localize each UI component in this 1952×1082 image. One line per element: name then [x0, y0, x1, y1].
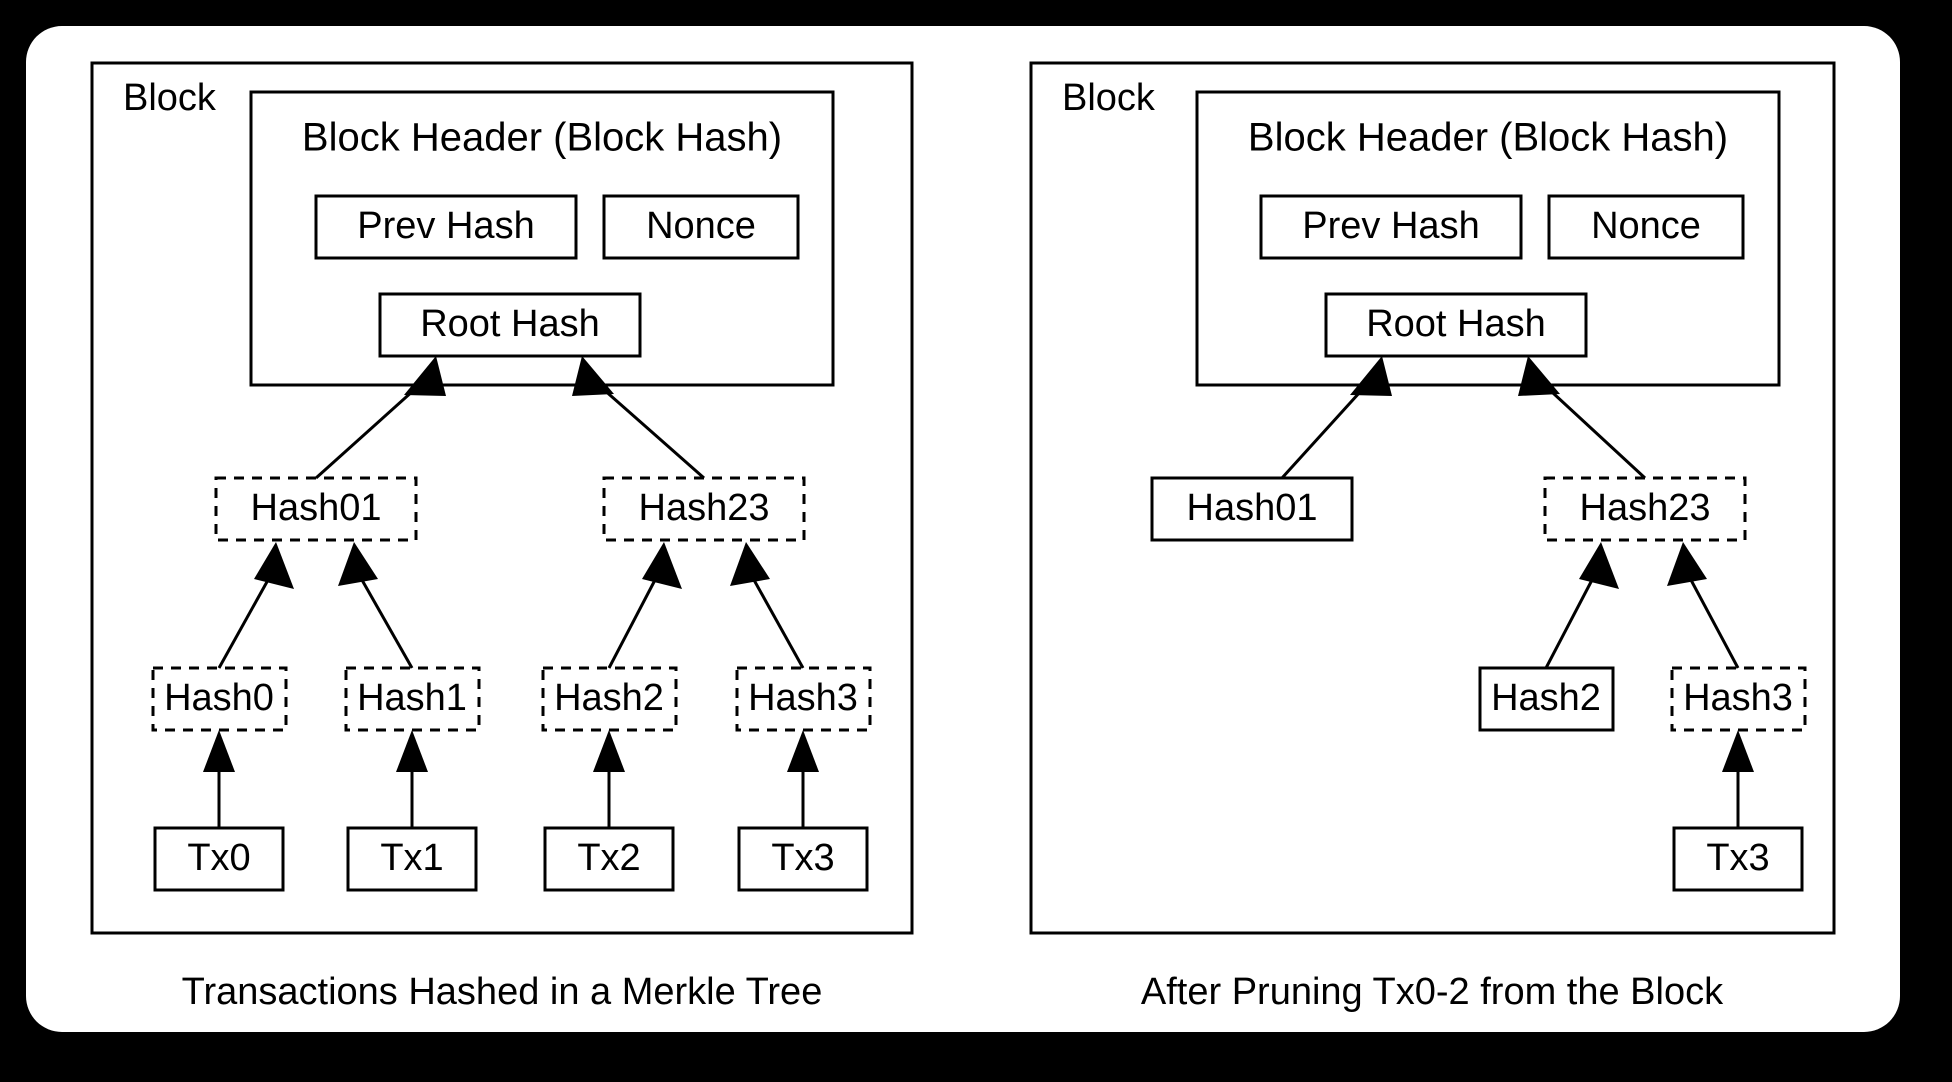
- tx3-label-left: Tx3: [771, 837, 834, 879]
- nonce-box-left[interactable]: [602, 194, 800, 260]
- hash2-box-right[interactable]: [1478, 666, 1615, 732]
- edge-hash01-to-root-right: [1280, 356, 1392, 480]
- edge-hash01-to-root-left: [314, 356, 446, 480]
- edge-tx2-to-hash2-left: [593, 730, 625, 828]
- nonce-label-left: Nonce: [646, 205, 756, 247]
- hash2-label-right: Hash2: [1491, 677, 1601, 719]
- hash2-box-left[interactable]: [541, 666, 678, 732]
- edge-hash2-to-hash23-right: [1544, 542, 1619, 669]
- edge-tx3-to-hash3-left: [787, 730, 819, 828]
- hash23-box-right[interactable]: [1543, 476, 1747, 542]
- edge-tx3-to-hash3-right: [1722, 730, 1754, 828]
- block-header-title-left: Block Header (Block Hash): [302, 116, 782, 160]
- hash1-label-left: Hash1: [357, 677, 467, 719]
- edge-hash1-to-hash01-left: [338, 542, 414, 669]
- hash3-box-left[interactable]: [735, 666, 872, 732]
- panel-right: Block Block Header (Block Hash) Prev Has…: [1029, 61, 1836, 1013]
- edge-hash3-to-hash23-left: [730, 542, 805, 669]
- hash3-label-left: Hash3: [748, 677, 858, 719]
- block-frame-right: [1029, 61, 1836, 935]
- hash2-label-left: Hash2: [554, 677, 664, 719]
- hash0-label-left: Hash0: [164, 677, 274, 719]
- edge-hash2-to-hash23-left: [607, 542, 682, 669]
- tx3-box-right[interactable]: [1672, 826, 1804, 892]
- tx2-box-left[interactable]: [543, 826, 675, 892]
- hash01-label-left: Hash01: [251, 487, 382, 529]
- hash3-label-right: Hash3: [1683, 677, 1793, 719]
- edge-hash23-to-root-right: [1518, 356, 1647, 480]
- edge-hash3-to-hash23-right: [1667, 542, 1740, 669]
- block-tag-left: Block: [123, 77, 217, 119]
- prev-hash-box-right[interactable]: [1259, 194, 1523, 260]
- hash1-box-left[interactable]: [344, 666, 481, 732]
- hash3-box-right[interactable]: [1670, 666, 1807, 732]
- root-hash-box-right[interactable]: [1324, 292, 1588, 358]
- caption-right: After Pruning Tx0-2 from the Block: [1141, 971, 1724, 1013]
- tx0-label-left: Tx0: [187, 837, 250, 879]
- hash0-box-left[interactable]: [151, 666, 288, 732]
- nonce-box-right[interactable]: [1547, 194, 1745, 260]
- hash01-box-left[interactable]: [214, 476, 418, 542]
- tx3-label-right: Tx3: [1706, 837, 1769, 879]
- hash01-box-right[interactable]: [1150, 476, 1354, 542]
- root-hash-label-left: Root Hash: [420, 303, 600, 345]
- prev-hash-label-right: Prev Hash: [1302, 205, 1479, 247]
- panel-left: Block Block Header (Block Hash) Prev Has…: [90, 61, 914, 1013]
- block-tag-right: Block: [1062, 77, 1156, 119]
- block-header-title-right: Block Header (Block Hash): [1248, 116, 1728, 160]
- prev-hash-box-left[interactable]: [314, 194, 578, 260]
- root-hash-label-right: Root Hash: [1366, 303, 1546, 345]
- tx1-box-left[interactable]: [346, 826, 478, 892]
- nonce-label-right: Nonce: [1591, 205, 1701, 247]
- hash23-box-left[interactable]: [602, 476, 806, 542]
- tx1-label-left: Tx1: [380, 837, 443, 879]
- root-hash-box-left[interactable]: [378, 292, 642, 358]
- hash23-label-left: Hash23: [639, 487, 770, 529]
- block-frame-left: [90, 61, 914, 935]
- edge-hash23-to-root-left: [572, 356, 705, 480]
- tx0-box-left[interactable]: [153, 826, 285, 892]
- edge-tx1-to-hash1-left: [396, 730, 428, 828]
- edge-hash0-to-hash01-left: [217, 542, 294, 669]
- hash23-label-right: Hash23: [1580, 487, 1711, 529]
- tx2-label-left: Tx2: [577, 837, 640, 879]
- hash01-label-right: Hash01: [1187, 487, 1318, 529]
- caption-left: Transactions Hashed in a Merkle Tree: [182, 971, 823, 1013]
- edge-tx0-to-hash0-left: [203, 730, 235, 828]
- prev-hash-label-left: Prev Hash: [357, 205, 534, 247]
